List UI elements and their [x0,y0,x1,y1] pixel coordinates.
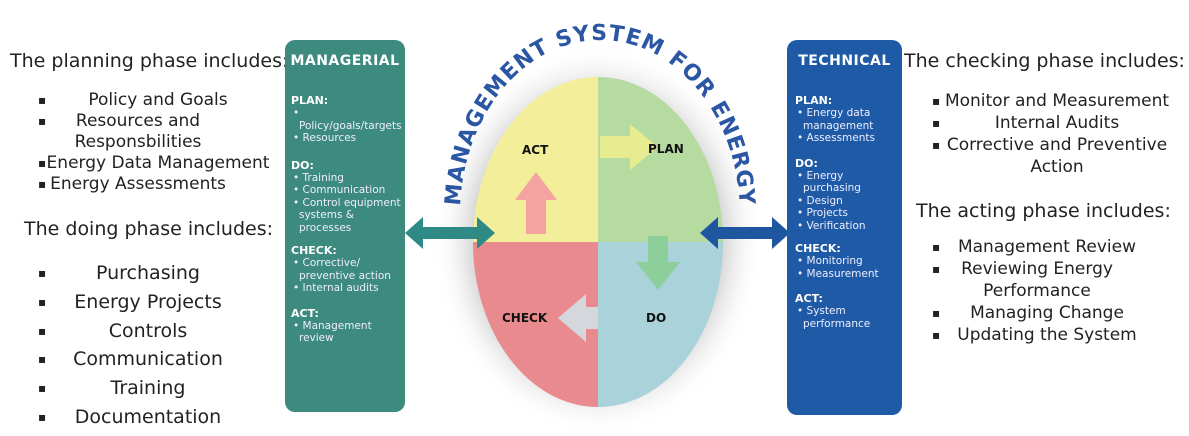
acting-list: ▪Management Review ▪Reviewing Energy Per… [932,236,1162,346]
checking-acting-column: The checking phase includes: ▪Monitor an… [900,0,1189,432]
planning-doing-column: The planning phase includes: ▪Policy and… [0,0,289,432]
right-arrow-icon [600,124,658,170]
check-label: CHECK [502,311,548,325]
managerial-panel: MANAGERIAL PLAN: • Policy/goals/targets … [285,40,405,412]
checking-list: ▪Monitor and Measurement ▪Internal Audit… [932,90,1182,178]
list-item: ▪Energy Assessments [38,174,226,194]
managerial-check-item: • Internal audits [293,282,379,294]
managerial-act-item: • Management review [293,319,372,345]
managerial-title: MANAGERIAL [290,53,400,69]
list-item: ▪Purchasing [38,262,200,284]
checking-heading: The checking phase includes: [904,50,1185,72]
managerial-check-label: CHECK: [291,244,337,257]
technical-check-item: • Measurement [797,267,879,280]
managerial-act-label: ACT: [291,306,319,320]
list-item: ▪Energy Projects [38,290,222,313]
technical-do-item: • Projects [797,207,848,219]
list-item: ▪Energy Data Management [38,153,270,173]
list-item: ▪Documentation [38,405,222,428]
list-item: ▪Communication [38,348,223,371]
list-item: ▪Updating the System [932,325,1137,345]
list-item: ▪Training [38,377,186,400]
managerial-do-label: DO: [291,158,314,172]
technical-check-item: • Monitoring [797,255,863,267]
list-item: ▪Monitor and Measurement [932,91,1170,111]
technical-act-label: ACT: [795,292,823,305]
pdca-cycle: ACT PLAN CHECK DO MANAGEMENT SYSTEM FOR … [400,0,790,435]
technical-plan-item: • Assessments [797,132,875,144]
list-item: ▪Corrective and Preventive Action [932,135,1168,177]
managerial-do-item: • Control equipment systems & processes [293,196,401,234]
technical-double-arrow-icon [700,217,790,249]
down-arrow-icon [636,236,680,290]
technical-do-label: DO: [795,156,818,170]
list-item: ▪Resources and Responsbilities [38,111,202,152]
do-label: DO [646,311,666,325]
pdca-cycle-graphic: ACT PLAN CHECK DO MANAGEMENT SYSTEM FOR … [433,21,763,435]
list-item: ▪Management Review [932,237,1137,257]
acting-heading: The acting phase includes: [916,200,1171,222]
technical-do-item: • Verification [797,219,866,232]
managerial-do-item: • Communication [293,184,386,196]
managerial-plan-item: • Resources [293,132,357,144]
technical-title: TECHNICAL [798,53,891,69]
up-arrow-icon [515,172,557,234]
technical-plan-item: • Energy data management [797,107,874,132]
planning-list: ▪Policy and Goals ▪Resources and Respons… [38,90,278,195]
technical-do-item: • Design [797,194,843,207]
left-arrow-icon [558,294,598,342]
plan-label: PLAN [648,142,684,156]
list-item: ▪Policy and Goals [38,90,228,110]
technical-panel: TECHNICAL PLAN: • Energy data management… [787,40,902,415]
technical-act-item: • System performance [797,305,871,330]
managerial-check-item: • Corrective/ preventive action [293,257,391,282]
managerial-double-arrow-icon [405,217,495,249]
managerial-plan-item: • Policy/goals/targets [293,107,402,132]
managerial-do-item: • Training [293,171,344,184]
doing-list: ▪Purchasing ▪Energy Projects ▪Controls ▪… [38,259,258,432]
doing-heading: The doing phase includes: [24,218,273,240]
list-item: ▪Reviewing Energy Performance [932,259,1113,301]
technical-check-label: CHECK: [795,242,841,255]
technical-plan-label: PLAN: [795,94,833,107]
list-item: ▪Controls [38,319,188,342]
planning-heading: The planning phase includes: [10,50,289,72]
list-item: ▪Internal Audits [932,113,1120,133]
managerial-plan-label: PLAN: [291,94,329,107]
technical-do-item: • Energy purchasing [797,169,861,195]
list-item: ▪Managing Change [932,303,1124,323]
act-label: ACT [522,143,549,157]
